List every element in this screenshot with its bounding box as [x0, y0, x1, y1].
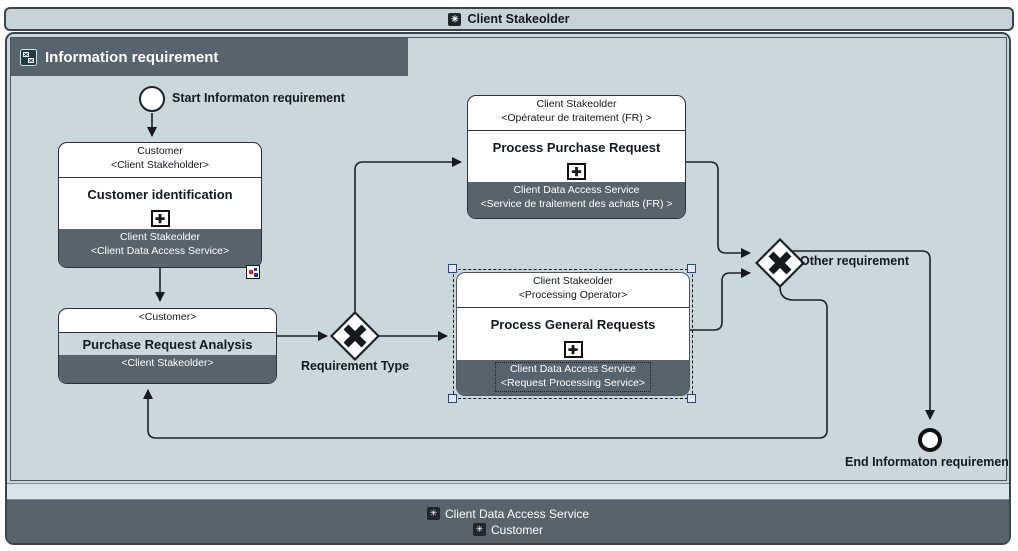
end-event[interactable] — [918, 428, 942, 452]
exclusive-gateway-icon — [329, 310, 381, 362]
pool-lane-gap — [7, 483, 1009, 500]
task-name: Customer identification — [87, 186, 233, 202]
task-customer-identification[interactable]: Customer <Client Stakeholder> Customer i… — [58, 142, 262, 268]
task-name: Process General Requests — [490, 317, 656, 332]
selection-handle-bottom-right[interactable] — [687, 394, 696, 403]
subprocess-plus-marker[interactable]: ✚ — [150, 210, 170, 227]
subprocess-title: Information requirement — [45, 48, 219, 66]
gateway-requirement-type[interactable] — [329, 310, 381, 362]
task-band-line2: <Request Processing Service> — [500, 376, 646, 389]
participant-client-data-access-service[interactable]: ✳ Client Data Access Service — [426, 506, 590, 521]
start-event[interactable] — [139, 86, 165, 112]
task-top-line2: <Client Stakeholder> — [110, 158, 210, 171]
start-event-label: Start Informaton requirement — [172, 91, 345, 105]
task-band-line2: <Service de traitement des achats (FR) > — [480, 197, 673, 210]
rule-marker-icon — [246, 265, 260, 279]
subprocess-header[interactable]: Information requirement — [11, 38, 408, 76]
gateway-requirement-type-label: Requirement Type — [300, 359, 410, 373]
task-top-line2: <Processing Operator> — [518, 288, 628, 301]
participant-label: Customer — [490, 522, 543, 537]
gear-icon: ✳ — [448, 12, 462, 26]
task-process-general-requests[interactable]: Client Stakeolder <Processing Operator> … — [456, 272, 690, 396]
task-band-line1: Client Data Access Service — [509, 363, 637, 375]
task-top-line1: <Customer> — [138, 311, 197, 323]
task-name: Process Purchase Request — [492, 139, 661, 155]
task-process-purchase-request[interactable]: Client Stakeolder <Opérateur de traiteme… — [467, 95, 686, 219]
task-band-selected-text: Client Data Access Service <Request Proc… — [494, 362, 652, 392]
participant-label: Client Data Access Service — [444, 506, 590, 521]
gear-icon: ✳ — [472, 523, 486, 536]
participant-customer[interactable]: ✳ Customer — [472, 522, 543, 537]
task-top-line1: Client Stakeolder — [533, 275, 613, 287]
pool-footer-participants: ✳ Client Data Access Service ✳ Customer — [7, 500, 1009, 543]
subprocess-plus-marker[interactable]: ✚ — [563, 341, 583, 358]
task-band-line2: <Client Data Access Service> — [90, 244, 230, 257]
pool-title-bar[interactable]: ✳ Client Stakeolder — [4, 7, 1014, 31]
gateway-other-requirement-label: Other requirement — [800, 254, 910, 268]
pool-title: Client Stakeolder — [467, 12, 570, 26]
task-band-line1: Client Stakeolder — [120, 231, 200, 243]
task-band-line1: Client Data Access Service — [513, 184, 640, 196]
task-purchase-request-analysis[interactable]: <Customer> Purchase Request Analysis <Cl… — [58, 308, 277, 384]
gear-icon: ✳ — [426, 507, 440, 520]
subprocess-plus-marker[interactable]: ✚ — [567, 163, 586, 180]
gateway-other-requirement[interactable] — [754, 237, 806, 289]
end-event-label: End Informaton requirement — [845, 455, 1008, 469]
task-top-line1: Client Stakeolder — [536, 98, 617, 110]
task-band-line1: <Client Stakeolder> — [121, 357, 214, 369]
selection-handle-top-right[interactable] — [687, 264, 696, 273]
task-top-line2: <Opérateur de traitement (FR) > — [501, 111, 652, 124]
subprocess-icon — [20, 48, 37, 66]
selection-handle-bottom-left[interactable] — [448, 394, 457, 403]
exclusive-gateway-icon — [754, 237, 806, 289]
task-top-line1: Customer — [137, 145, 183, 157]
selection-handle-top-left[interactable] — [448, 264, 457, 273]
task-name: Purchase Request Analysis — [82, 336, 253, 352]
